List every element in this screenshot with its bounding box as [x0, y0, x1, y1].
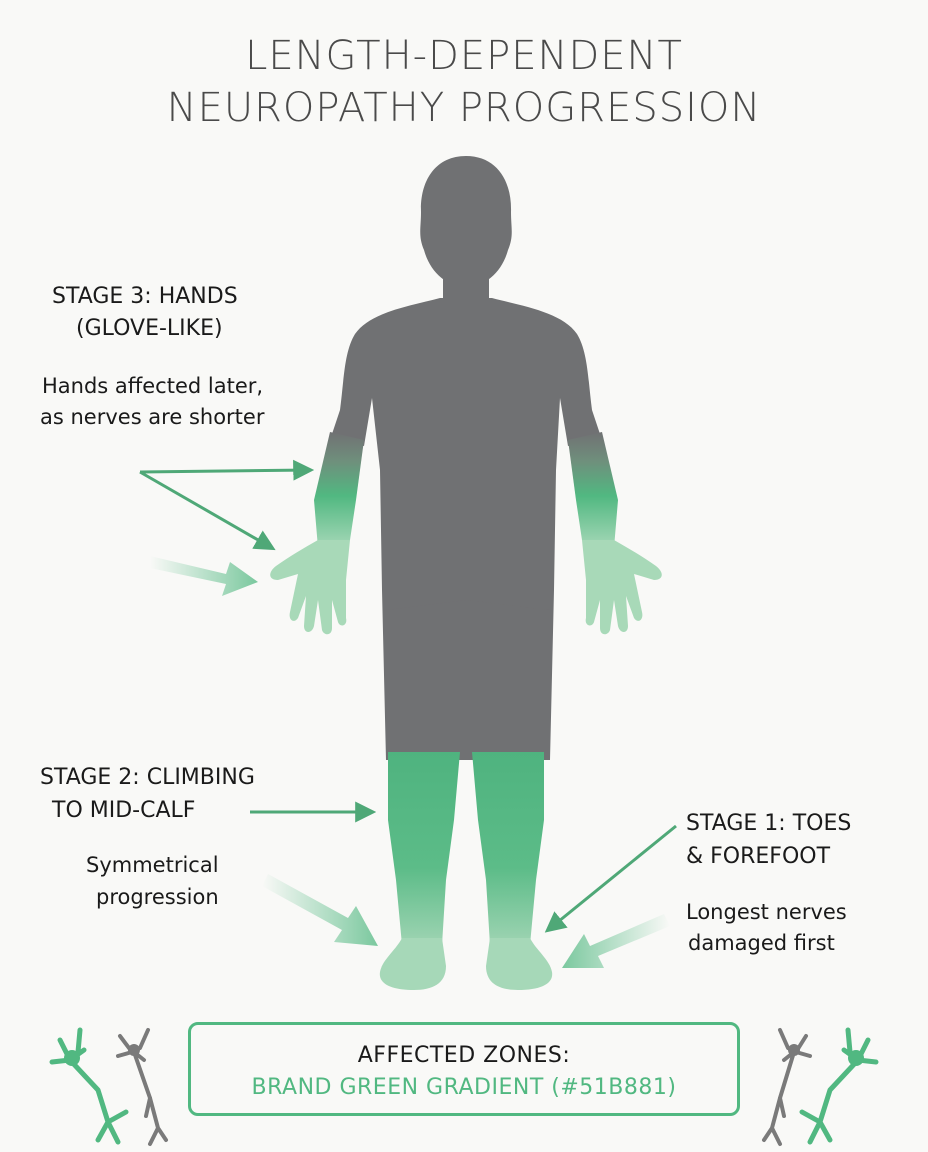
stage3-description: as nerves are shorter	[40, 405, 265, 429]
stage1-heading: & FOREFOOT	[686, 844, 831, 869]
stage1-heading: STAGE 1: TOES	[686, 811, 852, 836]
legend-subtitle: BRAND GREEN GRADIENT (#51B881)	[251, 1075, 677, 1100]
stage3-heading: (GLOVE-LIKE)	[76, 316, 223, 341]
arrow-stage3-upper	[139, 459, 315, 481]
left-forearm	[314, 432, 364, 548]
right-foot	[486, 938, 553, 990]
neuron-icon-green	[49, 1027, 129, 1145]
arrows	[139, 459, 677, 933]
arrow-stage3-lower	[139, 470, 276, 551]
stage3-heading: STAGE 3: HANDS	[52, 284, 238, 309]
fade-arrow-hand	[150, 556, 258, 596]
fade-arrow-right-foot	[562, 914, 670, 968]
right-forearm	[568, 432, 618, 548]
stage2-description: Symmetrical	[86, 853, 219, 877]
left-foot	[379, 938, 446, 990]
neuron-icon-gray	[116, 1028, 168, 1146]
head	[420, 156, 512, 288]
stage1-description: Longest nerves	[686, 900, 847, 924]
fade-arrows	[150, 556, 670, 968]
human-figure	[270, 156, 662, 990]
stage2-description: progression	[96, 885, 219, 909]
fade-arrow-left-foot	[262, 874, 378, 946]
neuron-icon-gray	[762, 1028, 812, 1146]
stage2-heading: TO MID-CALF	[52, 798, 196, 823]
left-hand	[270, 540, 350, 635]
stage1-description: damaged first	[688, 931, 835, 955]
right-leg	[472, 752, 544, 945]
right-hand	[582, 540, 662, 635]
legend-box: AFFECTED ZONES: BRAND GREEN GRADIENT (#5…	[188, 1022, 740, 1116]
page-title: NEUROPATHY PROGRESSION	[166, 85, 762, 131]
left-leg	[388, 752, 460, 945]
neuron-icon-green	[799, 1027, 879, 1145]
crotch	[386, 600, 550, 760]
legend-title: AFFECTED ZONES:	[357, 1043, 571, 1068]
stage2-heading: STAGE 2: CLIMBING	[40, 765, 255, 790]
arrow-stage1	[544, 824, 677, 933]
stage3-description: Hands affected later,	[42, 374, 264, 398]
page-title: LENGTH-DEPENDENT	[245, 33, 683, 79]
